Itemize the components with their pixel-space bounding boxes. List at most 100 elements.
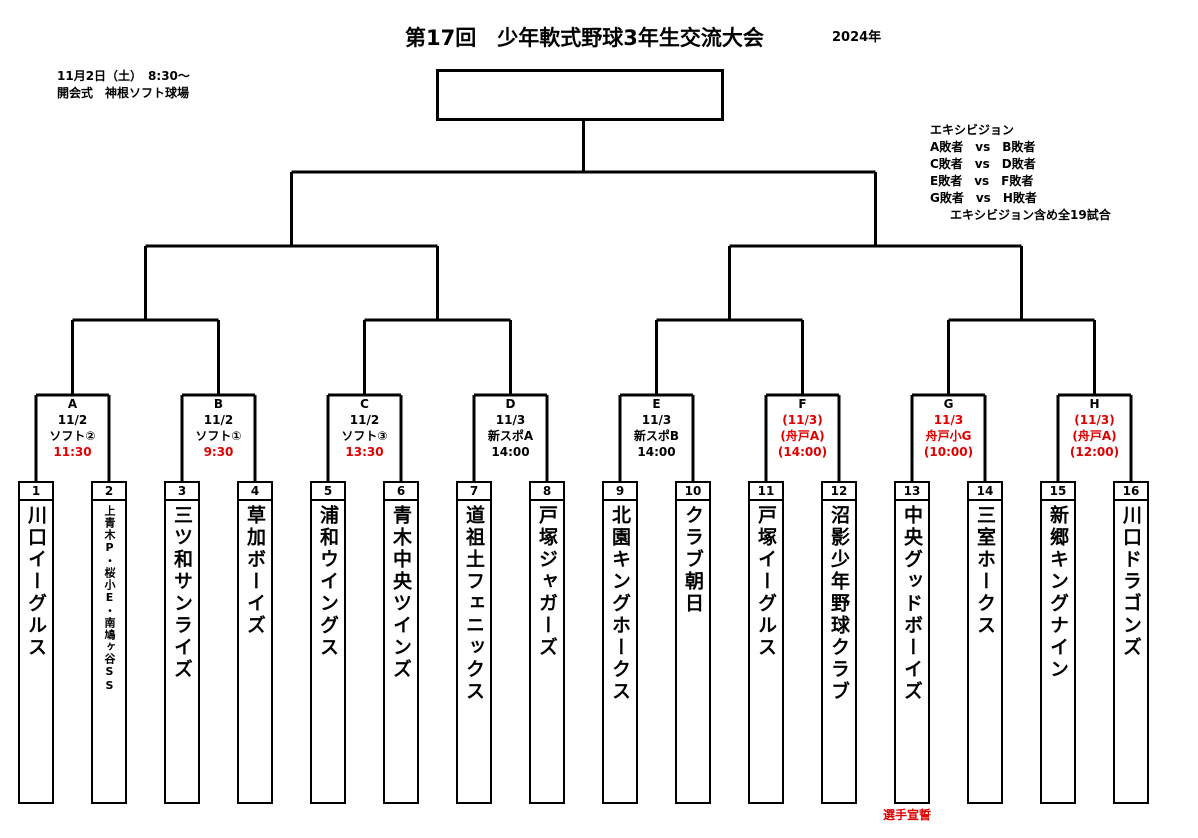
team-name: 新郷キングナイン <box>1047 505 1069 681</box>
exhibition-line: A敗者 vs B敗者 <box>930 140 1036 154</box>
exhibition-note: エキシビジョン含め全19試合 <box>950 208 1111 222</box>
match-letter: G <box>943 397 954 411</box>
team-name: 三室ホークス <box>974 505 996 637</box>
match-letter: A <box>67 397 78 411</box>
team-name: 北園キングホークス <box>609 505 631 703</box>
match-date: 11/3 <box>495 413 526 427</box>
match-time: 14:00 <box>491 445 530 459</box>
match-time: 9:30 <box>203 445 234 459</box>
match-time: (12:00) <box>1069 445 1120 459</box>
match-letter: F <box>798 397 807 411</box>
exhibition-title: エキシビジョン <box>930 123 1015 137</box>
match-date: 11/2 <box>203 413 234 427</box>
champion-box <box>436 69 724 121</box>
team-number: 11 <box>750 483 782 501</box>
match-date: 11/3 <box>933 413 964 427</box>
match-date: 11/2 <box>57 413 88 427</box>
event-date: 11月2日（土） 8:30～ <box>57 69 190 83</box>
match-date: 11/2 <box>349 413 380 427</box>
team-number: 9 <box>604 483 636 501</box>
team-number: 8 <box>531 483 563 501</box>
opening-ceremony: 開会式 神根ソフト球場 <box>57 86 190 100</box>
match-venue: ソフト③ <box>341 429 388 443</box>
team-box: 1 川口イーグルス <box>18 481 54 804</box>
team-number: 1 <box>20 483 52 501</box>
team-box: 6 青木中央ツインズ <box>383 481 419 804</box>
team-number: 5 <box>312 483 344 501</box>
team-box: 12 沼影少年野球クラブ <box>821 481 857 804</box>
match-venue: (舟戸A) <box>780 429 825 443</box>
team-name: 上青木P・桜小E・南鳩ヶ谷SS <box>103 505 116 693</box>
team-number: 10 <box>677 483 709 501</box>
match-venue: (舟戸A) <box>1072 429 1117 443</box>
exhibition-info: エキシビジョン A敗者 vs B敗者 C敗者 vs D敗者 E敗者 vs F敗者… <box>930 122 1111 224</box>
year-label: 2024年 <box>832 30 882 45</box>
match-g-info: G 11/3 舟戸小G (10:00) <box>894 396 1004 460</box>
team-box: 2 上青木P・桜小E・南鳩ヶ谷SS <box>91 481 127 804</box>
match-letter: C <box>360 397 369 411</box>
match-h-info: H (11/3) (舟戸A) (12:00) <box>1040 396 1150 460</box>
match-time: 13:30 <box>345 445 384 459</box>
match-d-info: D 11/3 新スポA 14:00 <box>456 396 566 460</box>
team-number: 3 <box>166 483 198 501</box>
team-number: 6 <box>385 483 417 501</box>
match-letter: D <box>505 397 516 411</box>
team-box: 10 クラブ朝日 <box>675 481 711 804</box>
team-box: 3 三ツ和サンライズ <box>164 481 200 804</box>
team-number: 12 <box>823 483 855 501</box>
match-time: (14:00) <box>777 445 828 459</box>
match-venue: 新スポB <box>633 429 680 443</box>
team-box: 11 戸塚イーグルス <box>748 481 784 804</box>
match-venue: ソフト② <box>49 429 96 443</box>
exhibition-line: E敗者 vs F敗者 <box>930 174 1034 188</box>
team-box: 7 道祖土フェニックス <box>456 481 492 804</box>
match-letter: H <box>1089 397 1100 411</box>
team-box: 8 戸塚ジャガーズ <box>529 481 565 804</box>
team-name: 青木中央ツインズ <box>390 505 412 681</box>
team-name: クラブ朝日 <box>682 505 704 615</box>
match-date: (11/3) <box>782 413 823 427</box>
match-time: 14:00 <box>637 445 676 459</box>
team-name: 沼影少年野球クラブ <box>828 505 850 703</box>
team-name: 道祖土フェニックス <box>463 505 485 703</box>
team-box: 4 草加ボーイズ <box>237 481 273 804</box>
team-name: 浦和ウイングス <box>317 505 339 659</box>
exhibition-line: C敗者 vs D敗者 <box>930 157 1036 171</box>
team-number: 16 <box>1115 483 1147 501</box>
match-venue: 舟戸小G <box>925 429 972 443</box>
match-a-info: A 11/2 ソフト② 11:30 <box>18 396 128 460</box>
team-number: 4 <box>239 483 271 501</box>
match-date: (11/3) <box>1074 413 1115 427</box>
match-time: (10:00) <box>923 445 974 459</box>
match-letter: B <box>213 397 224 411</box>
match-venue: ソフト① <box>195 429 242 443</box>
match-date: 11/3 <box>641 413 672 427</box>
team-box: 16 川口ドラゴンズ <box>1113 481 1149 804</box>
team-number: 7 <box>458 483 490 501</box>
event-info: 11月2日（土） 8:30～ 開会式 神根ソフト球場 <box>57 68 190 102</box>
page-title: 第17回 少年軟式野球3年生交流大会 <box>405 26 764 50</box>
team-name: 川口イーグルス <box>25 505 47 659</box>
team-name: 中央グッドボーイズ <box>901 505 923 703</box>
match-f-info: F (11/3) (舟戸A) (14:00) <box>748 396 858 460</box>
team-number: 15 <box>1042 483 1074 501</box>
match-time: 11:30 <box>53 445 92 459</box>
team-number: 14 <box>969 483 1001 501</box>
match-e-info: E 11/3 新スポB 14:00 <box>602 396 712 460</box>
team-box: 5 浦和ウイングス <box>310 481 346 804</box>
team-name: 戸塚イーグルス <box>755 505 777 659</box>
team-number: 2 <box>93 483 125 501</box>
exhibition-line: G敗者 vs H敗者 <box>930 191 1037 205</box>
team-name: 草加ボーイズ <box>244 505 266 637</box>
team-box: 9 北園キングホークス <box>602 481 638 804</box>
team-name: 三ツ和サンライズ <box>171 505 193 681</box>
match-c-info: C 11/2 ソフト③ 13:30 <box>310 396 420 460</box>
team-name: 戸塚ジャガーズ <box>536 505 558 659</box>
match-venue: 新スポA <box>487 429 534 443</box>
team-name: 川口ドラゴンズ <box>1120 505 1142 659</box>
player-pledge-note: 選手宣誓 <box>883 808 932 822</box>
match-letter: E <box>652 397 661 411</box>
team-box: 14 三室ホークス <box>967 481 1003 804</box>
